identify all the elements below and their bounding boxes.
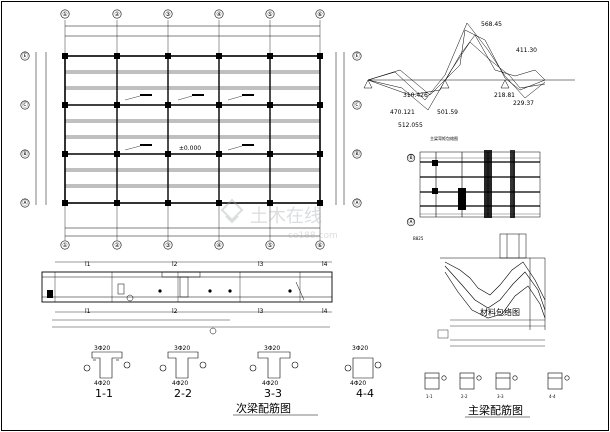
secondary-beam-span-labels: l1 l2 l3 l4 l1 l2 l3 l4 xyxy=(85,261,328,315)
main-beam-sections xyxy=(424,372,570,390)
axis-label: ① xyxy=(62,11,67,18)
axis-label: Ⓒ xyxy=(354,101,360,109)
axis-label: ① xyxy=(62,242,67,249)
axis-label: Ⓒ xyxy=(22,101,28,109)
rebar-top: 3Φ20 xyxy=(264,345,280,352)
axis-label: Ⓔ xyxy=(354,52,360,60)
moment-value: 470.121 xyxy=(390,109,415,116)
span-label: l4 xyxy=(322,261,328,268)
section-label: 3-3 xyxy=(264,387,282,400)
main-beam-section-label: 3-3 xyxy=(497,394,504,399)
secondary-beam-section-2: 3Φ20 4Φ20 2-2 xyxy=(159,345,207,400)
axis-label: ② xyxy=(114,242,120,249)
watermark-logo-icon xyxy=(220,198,244,224)
axis-label: Ⓔ xyxy=(22,52,28,60)
moment-value: 218.81 xyxy=(494,92,515,99)
moment-diagram-caption: 主梁弯矩包络图 xyxy=(430,135,458,141)
moment-value: 229.37 xyxy=(513,100,534,107)
span-label: l2 xyxy=(172,261,178,268)
moment-labels: 568.45 411.30 310.426 218.81 470.121 501… xyxy=(390,21,537,141)
span-label: l3 xyxy=(258,308,264,315)
axis-label: Ⓑ xyxy=(22,150,28,158)
axis-label: ⑥ xyxy=(317,242,322,249)
secondary-beam-section-3: 3Φ20 4Φ20 3-3 xyxy=(249,345,299,400)
material-envelope-title: 材料包络图 xyxy=(480,307,520,317)
frame-section-note: B825 xyxy=(413,236,424,241)
rebar-top: 3Φ20 xyxy=(94,345,110,352)
moment-value: 501.59 xyxy=(437,109,458,116)
watermark: 土木在线 co188.com xyxy=(220,198,338,241)
axis-label: ③ xyxy=(165,242,170,249)
main-beam-section-label: 4-4 xyxy=(549,394,556,399)
axis-label: Ⓑ xyxy=(354,150,360,158)
moment-envelope-diagram xyxy=(363,22,575,111)
rebar-top: 3Φ20 xyxy=(174,345,190,352)
axis-label: ⑥ xyxy=(317,11,322,18)
moment-value: 411.30 xyxy=(516,47,537,54)
secondary-beam-elevation xyxy=(41,261,333,335)
rebar-bottom: 4Φ20 xyxy=(262,380,278,387)
section-label: 2-2 xyxy=(174,387,192,400)
elevation-label: ±0.000 xyxy=(179,145,201,152)
secondary-beam-section-4: 3Φ20 4Φ20 4-4 xyxy=(344,345,382,400)
axis-label: ④ xyxy=(216,242,221,249)
axis-label: Ⓐ xyxy=(408,218,414,226)
rebar-bottom: 4Φ20 xyxy=(172,380,188,387)
axis-label: Ⓐ xyxy=(22,199,28,207)
axis-label: Ⓐ xyxy=(354,199,360,207)
moment-value: 512.055 xyxy=(398,122,423,129)
rebar-top: 3Φ20 xyxy=(352,345,368,352)
span-label: l4 xyxy=(322,308,328,315)
watermark-brand: 土木在线 xyxy=(250,206,322,227)
main-beam-section-label: 1-1 xyxy=(426,394,433,399)
moment-value: 310.426 xyxy=(403,92,428,99)
main-beam-title: 主梁配筋图 xyxy=(468,403,523,417)
plan-row-axis-bubbles-right: Ⓔ Ⓒ Ⓑ Ⓐ xyxy=(352,51,362,208)
secondary-beam-title: 次梁配筋图 xyxy=(236,401,291,415)
axis-label: ② xyxy=(114,11,120,18)
plan-col-axis-bubbles-bottom: ① ② ③ ④ ⑤ ⑥ xyxy=(60,240,325,250)
moment-value: 568.45 xyxy=(481,21,502,28)
axis-label: ③ xyxy=(165,11,170,18)
span-label: l2 xyxy=(172,308,178,315)
axis-label: Ⓑ xyxy=(408,154,414,162)
section-label: 1-1 xyxy=(95,387,113,400)
rebar-bottom: 4Φ20 xyxy=(94,380,110,387)
watermark-url: co188.com xyxy=(288,231,338,241)
axis-label: ⑤ xyxy=(267,242,272,249)
span-label: l1 xyxy=(85,261,91,268)
axis-label: ④ xyxy=(216,11,221,18)
frame-section-axes: Ⓑ Ⓐ B825 xyxy=(406,153,424,241)
span-label: l1 xyxy=(85,308,91,315)
frame-section xyxy=(419,150,541,218)
plan-col-axis-bubbles-top: ① ② ③ ④ ⑤ ⑥ xyxy=(60,9,325,19)
plan-row-axis-bubbles-left: Ⓔ Ⓒ Ⓑ Ⓐ xyxy=(20,51,30,208)
floor-plan xyxy=(35,20,345,240)
main-beam-section-label: 2-2 xyxy=(461,394,468,399)
rebar-bottom: 4Φ20 xyxy=(350,380,366,387)
span-label: l3 xyxy=(258,261,264,268)
axis-label: ⑤ xyxy=(267,11,272,18)
section-label: 4-4 xyxy=(356,387,374,400)
secondary-beam-section-1: 3Φ20 4Φ20 1-1 xyxy=(83,345,131,400)
material-envelope xyxy=(437,233,546,347)
